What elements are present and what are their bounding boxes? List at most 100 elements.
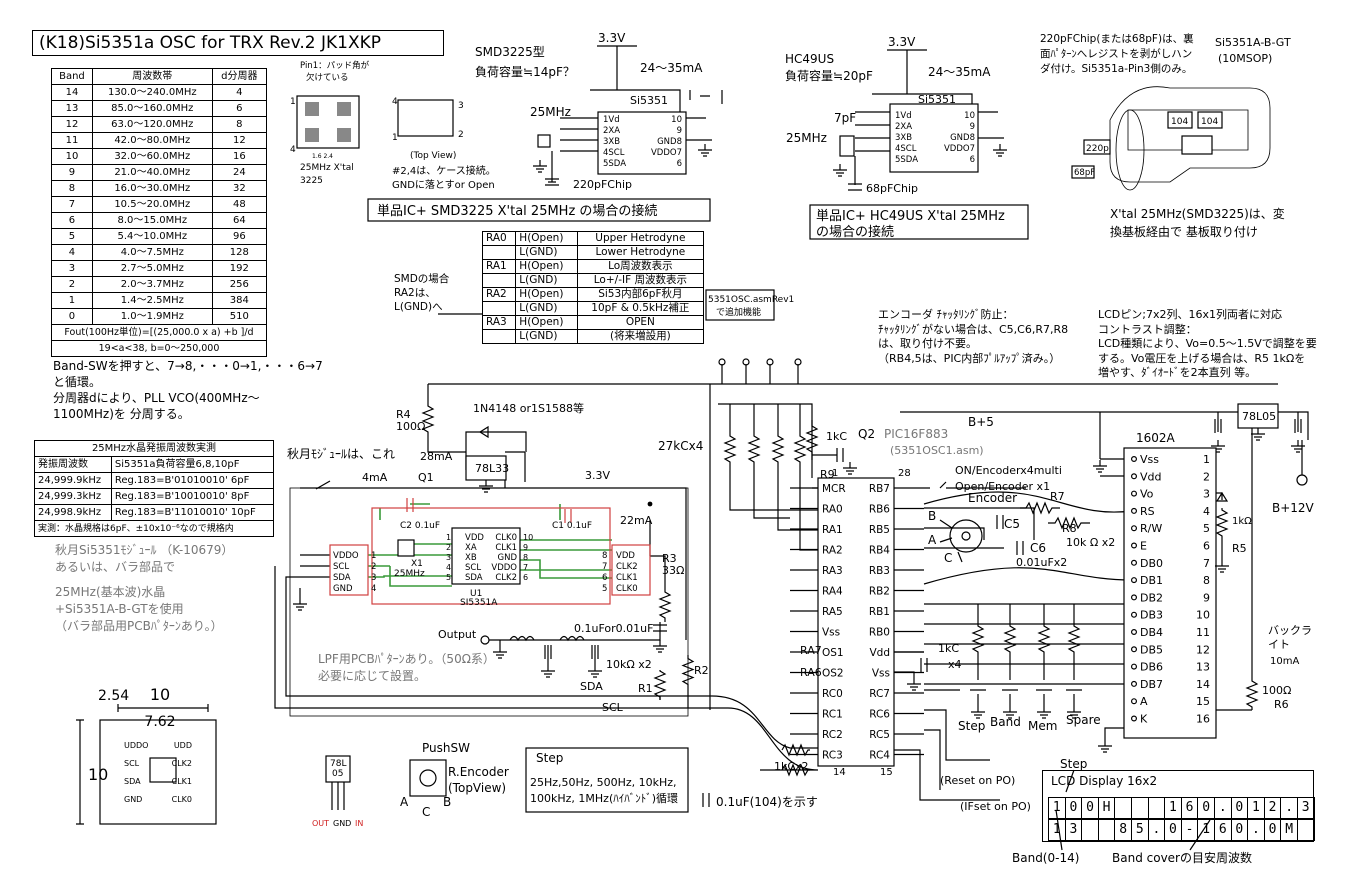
reg-pkg-label: 78L — [330, 759, 346, 769]
encoder-label: R.Encoder — [448, 765, 509, 779]
r5-value: 1kΩ — [1232, 516, 1252, 527]
band-formula-range: 19<a<38, b=0～250,000 — [51, 340, 267, 357]
crystal — [839, 135, 855, 157]
pic-pin: RC2 — [822, 729, 843, 741]
lcd-cover-label: Band coverの目安周波数 — [1112, 850, 1252, 865]
ic-pin-label: 6 — [677, 159, 682, 169]
c1-label: C1 0.1uF — [552, 521, 592, 531]
band-sw-note: と循環。 — [53, 375, 101, 389]
ra-table-cell: RA3 — [481, 315, 517, 330]
module-note: あるいは、バラ部品で — [55, 559, 175, 574]
lcd-pin-dot — [1130, 542, 1137, 549]
ground-symbol — [1003, 706, 1017, 719]
case-note: #2,4は、ケース接続。 — [392, 164, 496, 177]
capacitor — [836, 448, 844, 462]
wire — [887, 49, 927, 94]
lcd-step-label: Step — [1060, 757, 1087, 771]
module-pin: VDDO — [333, 551, 359, 561]
part-label: (10MSOP) — [1218, 52, 1272, 65]
ic-pin-label: 9 — [970, 122, 975, 132]
ic-pin-label: VDDO7 — [944, 144, 975, 154]
ic-pin-label: 4SCL — [603, 148, 625, 158]
ra7-label: RA7 — [800, 644, 822, 657]
xtal-table-foot: 実測：水晶規格は6pF、±10x10⁻⁶なので規格内 — [34, 520, 274, 537]
pic-pin: OS1 — [822, 647, 844, 659]
wire — [709, 384, 818, 710]
backlight-label: バックラ — [1268, 624, 1312, 637]
ic-pin-label: 2XA — [603, 126, 620, 136]
connector — [766, 358, 774, 366]
part-label: Si5351A-B-GT — [1215, 36, 1291, 49]
chip-label: 104 — [1171, 117, 1188, 127]
module-board-pin: CLK2 — [172, 759, 192, 768]
sda-label: SDA — [580, 680, 603, 693]
hc-caption: 単品IC+ HC49US X'tal 25MHz — [816, 208, 1005, 224]
r6-value: 100Ω — [1262, 684, 1291, 697]
lcd-display-title: LCD Display 16x2 — [1051, 774, 1158, 788]
lcd-pin-number: 13 — [1196, 661, 1210, 674]
pic-pin: RC4 — [869, 750, 890, 762]
chip-cap — [1197, 111, 1223, 129]
x1-value: 25MHz — [394, 569, 425, 579]
module-board-pin: SDA — [124, 777, 141, 786]
ic-pin-label: 6 — [970, 155, 975, 165]
resistor — [793, 430, 807, 470]
band-sw-note: Band-SWを押すと、7→8,・・・0→1,・・・6→7 — [53, 359, 323, 373]
encoder-pin: A — [400, 795, 409, 809]
xtal-label: 25MHz — [786, 131, 827, 145]
capacitor — [1214, 419, 1222, 433]
lcd-pin-dot — [1130, 559, 1137, 566]
u1-ic — [451, 527, 521, 585]
pin-number: 3 — [371, 573, 376, 583]
r1kcx2-label: 1kCx2 — [774, 760, 809, 773]
pic16f883 — [817, 477, 895, 767]
step-box-line: 100kHz, 1MHz(ﾊｲﾊﾞﾝﾄﾞ)循環 — [530, 792, 678, 805]
u1-pin: SCL — [465, 563, 481, 573]
lcd-pin-dot — [1130, 715, 1137, 722]
current-label: 24～35mA — [640, 61, 703, 75]
step-box-title: Step — [536, 751, 563, 765]
wire — [1055, 769, 1211, 851]
resistor — [971, 620, 985, 660]
pcb-note: ダ付け。Si5351a-Pin3側のみ。 — [1040, 62, 1192, 75]
ic-label: Si5351 — [630, 94, 668, 107]
module-board-pin: UDDO — [124, 741, 148, 750]
reg-label: 78L33 — [475, 462, 509, 475]
pin-number: 3 — [458, 101, 464, 111]
case-note: GNDに落とすor Open — [392, 179, 495, 191]
r1-label: R1 — [638, 682, 653, 695]
pin-number: 4 — [446, 563, 451, 572]
wire — [900, 411, 1309, 440]
ic-pin-label: VDDO7 — [651, 148, 682, 158]
pic-pin: RC6 — [869, 709, 890, 721]
switch-label: Band — [990, 715, 1021, 729]
ground-symbol — [1211, 440, 1225, 453]
current-label: 22mA — [620, 514, 653, 527]
r1r2-label: 10kΩ x2 — [606, 658, 652, 671]
pic-pin: RC0 — [822, 688, 843, 700]
wire — [894, 651, 924, 678]
resistor — [658, 590, 672, 622]
u1-pin: XB — [465, 553, 477, 563]
pushsw-label: PushSW — [422, 741, 470, 755]
module-pin: GND — [333, 584, 353, 594]
lcd-pin: DB2 — [1140, 591, 1163, 604]
regulator-78l33 — [465, 455, 507, 481]
ground-symbol — [698, 144, 712, 157]
pcb-outline — [1127, 109, 1249, 151]
lcd-pin-dot — [1130, 507, 1137, 514]
module-note: 秋月Si5351ﾓｼﾞｭｰﾙ （K-10679） — [55, 543, 233, 557]
u1-label: U1 — [470, 589, 482, 599]
ra-table-cell: L(GND) — [515, 273, 578, 288]
connector — [742, 358, 750, 366]
ic-pin-label: 3XB — [603, 137, 620, 147]
pin-number: 15 — [880, 767, 893, 778]
lcd-pin-number: 9 — [1203, 591, 1210, 604]
component-box — [889, 103, 979, 173]
r1kc4-label: 1kC — [938, 642, 959, 655]
c6-label: C6 — [1030, 541, 1046, 555]
pin-number: 8 — [523, 553, 528, 562]
side-note: で追加機能 — [716, 306, 761, 318]
